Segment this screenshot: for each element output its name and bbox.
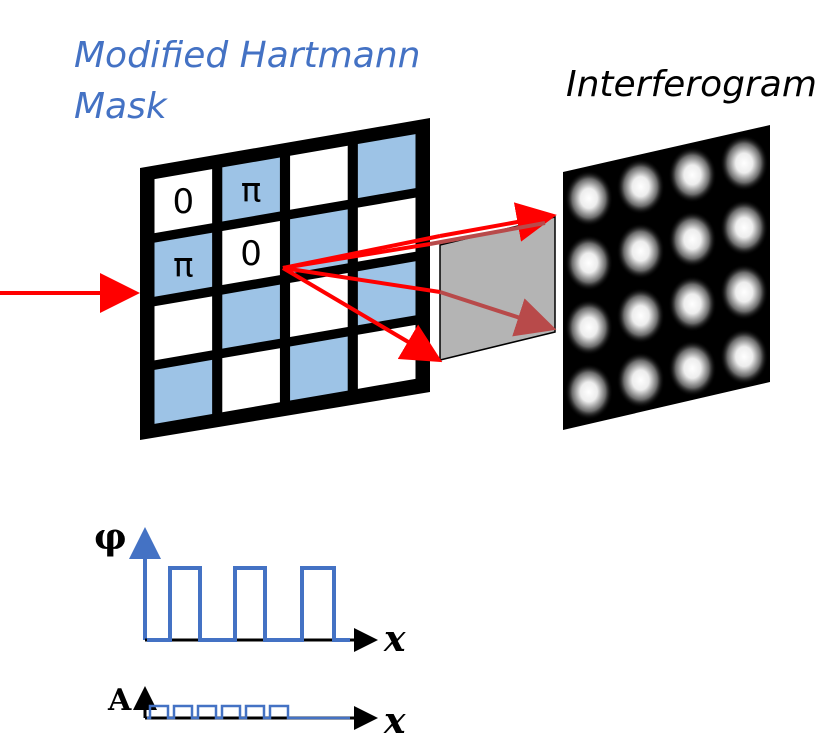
mask-cell-label: 0 xyxy=(172,182,194,222)
interferogram-spot xyxy=(616,223,665,280)
mask-cell xyxy=(290,272,348,337)
amplitude-square-wave xyxy=(147,704,350,720)
mask-cell-label: 0 xyxy=(240,234,262,274)
phase-plot xyxy=(129,527,378,652)
mask-cell xyxy=(290,145,348,210)
mask-cell xyxy=(290,336,348,401)
mask-cell xyxy=(357,261,416,326)
interferogram-spot xyxy=(564,363,613,420)
beam-lower-arrow xyxy=(439,290,557,337)
beam-left-segment xyxy=(282,242,431,270)
mask-cell xyxy=(357,324,416,389)
interferogram-title: Interferogram xyxy=(566,64,817,105)
interferogram-spot xyxy=(616,158,665,215)
mask-title-line2: Mask xyxy=(74,86,167,127)
interferogram-background xyxy=(563,125,770,430)
interferogram-spot xyxy=(564,234,613,291)
interferogram-spot xyxy=(616,287,665,344)
mask-cells xyxy=(154,134,416,424)
amplitude-y-label: A xyxy=(108,683,132,718)
interferogram-panel xyxy=(563,125,770,430)
mask-title: Modified Hartmann Mask xyxy=(74,30,420,132)
hartmann-mask: 0 π π 0 xyxy=(140,118,430,440)
mask-cell xyxy=(222,221,280,286)
mask-cell xyxy=(222,157,280,222)
interferogram-spot xyxy=(668,275,717,332)
interferogram-spot xyxy=(720,199,769,256)
interferogram-spots xyxy=(564,135,769,420)
mask-cell xyxy=(222,348,280,413)
beam-down-arrow xyxy=(281,266,443,363)
mask-cell-label: π xyxy=(173,246,193,286)
mask-cell xyxy=(357,134,416,199)
interferogram-spot xyxy=(668,340,717,397)
interferogram-spot xyxy=(720,264,769,321)
interferogram-spot xyxy=(668,211,717,268)
interferogram-spot xyxy=(616,352,665,409)
beam-lower-front xyxy=(282,266,441,294)
mask-title-line1: Modified Hartmann xyxy=(74,35,421,76)
mask-cell-label: π xyxy=(241,170,261,210)
mask-cell xyxy=(154,296,213,361)
interferogram-spot xyxy=(668,146,717,203)
phase-square-wave xyxy=(147,566,350,642)
interferogram-spot xyxy=(564,299,613,356)
interferogram-spot xyxy=(720,135,769,192)
mask-cell xyxy=(222,284,280,349)
phase-y-label: φ xyxy=(94,516,127,558)
phase-x-label: x xyxy=(384,618,406,660)
beam-behind-segment xyxy=(429,221,546,246)
mask-cell xyxy=(154,169,213,234)
interferogram-spot xyxy=(564,170,613,227)
mask-cell xyxy=(154,359,213,424)
mask-cell xyxy=(154,232,213,297)
diffracted-beams xyxy=(281,202,557,363)
mask-frame xyxy=(140,118,430,440)
interferogram-spot xyxy=(720,328,769,385)
amplitude-x-label: x xyxy=(384,700,406,742)
beam-upper-arrow xyxy=(439,202,557,242)
amplitude-plot xyxy=(133,686,378,730)
mask-cell-labels: 0 π π 0 xyxy=(172,170,261,285)
